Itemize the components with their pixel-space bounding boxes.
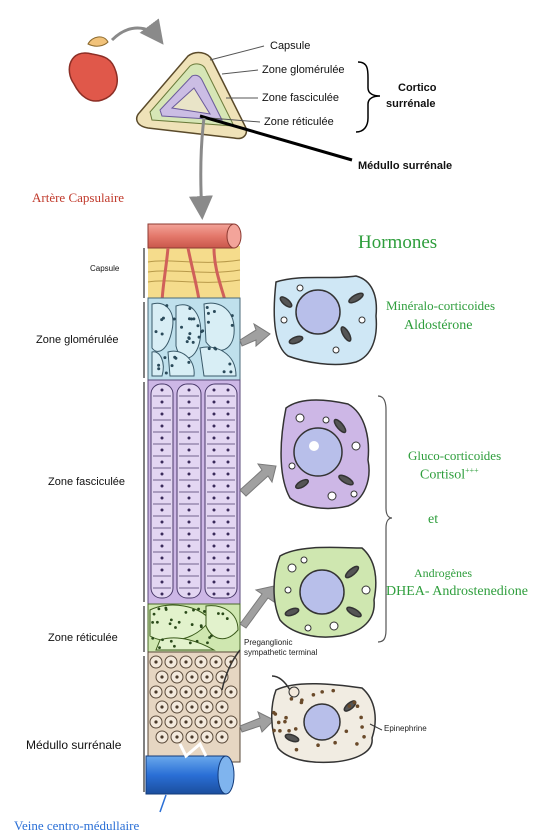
zoom-arrow	[201, 118, 204, 214]
preganglionic-label-line2: sympathetic terminal	[244, 648, 317, 657]
cortico-label-line2: surrénale	[386, 98, 436, 110]
top-zone-fasciculee-label: Zone fasciculée	[262, 92, 339, 104]
hormone-brace	[378, 396, 392, 642]
cortisol-label: Cortisol+++	[420, 466, 479, 484]
cortisol-text: Cortisol	[420, 468, 465, 483]
androgenes-label: Androgènes	[414, 566, 472, 581]
column-glomerulee-label: Zone glomérulée	[36, 334, 119, 346]
column-fasciculee-label: Zone fasciculée	[48, 476, 125, 488]
cortico-brace	[356, 62, 380, 132]
top-zone-reticulee-label: Zone réticulée	[264, 116, 334, 128]
chromaffin-cell	[272, 676, 382, 762]
column-medullo-label: Médullo surrénale	[26, 738, 121, 752]
glucocorticoid-cell	[281, 400, 369, 508]
mineralocorticoides-label: Minéralo-corticoides	[386, 298, 495, 314]
top-zone-glomerulee-label: Zone glomérulée	[262, 64, 345, 76]
hormones-title: Hormones	[358, 232, 437, 254]
column-reticulee-label: Zone réticulée	[48, 632, 118, 644]
epinephrine-label: Epinephrine	[384, 724, 427, 733]
mineralocorticoid-cell	[274, 276, 376, 364]
cortico-label-line1: Cortico	[398, 82, 437, 94]
androgen-cell	[274, 547, 376, 637]
top-medullo-label: Médullo surrénale	[358, 160, 452, 172]
top-capsule-label: Capsule	[270, 40, 310, 52]
dhea-label: DHEA- Androstenedione	[386, 584, 528, 600]
et-label: et	[428, 512, 438, 528]
column-capsule-label: Capsule	[90, 264, 119, 273]
kidney-to-gland-arrow	[112, 28, 160, 40]
cortisol-superscript: +++	[465, 466, 479, 475]
vein-label: Veine centro-médullaire	[14, 818, 139, 834]
aldosterone-label: Aldostérone	[404, 318, 472, 334]
preganglionic-label-line1: Preganglionic	[244, 638, 292, 647]
kidney-icon	[69, 37, 117, 101]
cortex-column	[146, 224, 241, 812]
artery-label: Artère Capsulaire	[32, 190, 124, 206]
glucocorticoides-label: Gluco-corticoides	[408, 448, 501, 464]
cell-arrows	[240, 324, 276, 732]
